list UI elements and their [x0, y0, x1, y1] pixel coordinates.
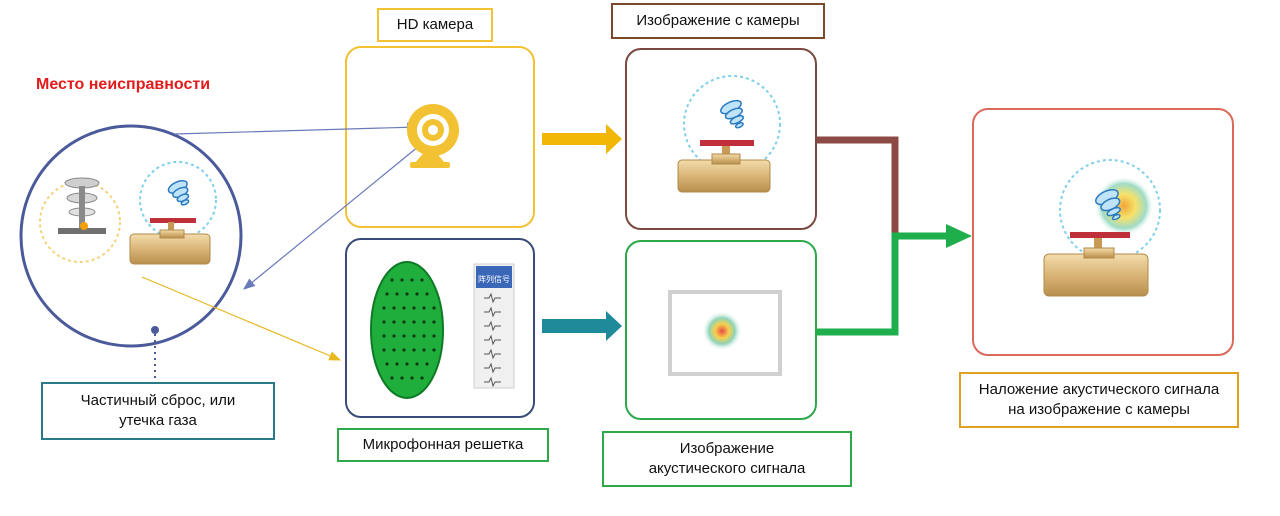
arrow-camera-to-image	[542, 124, 622, 154]
overlay-valve-icon	[1043, 159, 1161, 297]
camera-image-label: Изображение с камеры	[611, 3, 825, 39]
acoustic-image-label: Изображение акустического сигнала	[602, 431, 852, 487]
array-signal-panel: 阵列信号	[473, 263, 515, 389]
array-signal-header: 阵列信号	[478, 274, 510, 284]
arrow-fault-to-mic	[141, 276, 342, 361]
arrow-fault-to-camera	[174, 122, 420, 135]
hd-camera-label: HD камера	[377, 8, 493, 42]
microphone-array-icon	[370, 261, 444, 399]
overlay-label: Наложение акустического сигнала на изобр…	[959, 372, 1239, 428]
mic-array-label: Микрофонная решетка	[337, 428, 549, 462]
fault-location-circle	[19, 124, 243, 380]
partial-discharge-icon	[39, 177, 121, 263]
fault-location-title: Место неисправности	[36, 76, 211, 93]
arrow-mic-to-acoustic	[542, 311, 622, 341]
connector-camera-image	[817, 136, 899, 236]
webcam-icon	[407, 104, 459, 168]
valve-icon	[129, 161, 217, 265]
fault-caption: Частичный сброс, или утечка газа	[41, 382, 275, 440]
arrow-camera-to-fault	[243, 136, 431, 290]
arrow-to-overlay	[946, 224, 972, 248]
acoustic-spot-icon	[668, 290, 782, 376]
connector-acoustic-image	[817, 232, 950, 336]
camera-image-panel	[625, 48, 817, 230]
camera-image-valve-icon	[677, 75, 781, 193]
